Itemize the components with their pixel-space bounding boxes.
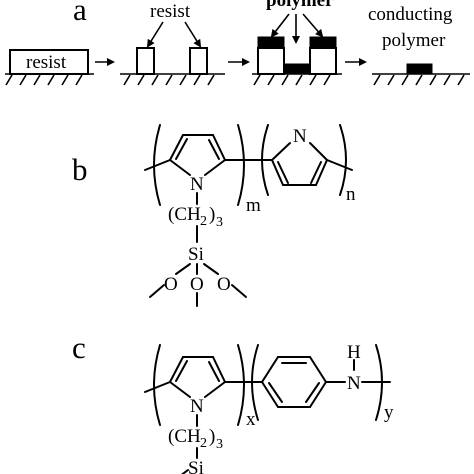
b-ring1-c5-n bbox=[204, 159, 226, 176]
step-1: resist bbox=[5, 49, 94, 86]
b-bracket-m-right bbox=[237, 124, 245, 206]
b-pyrrole-1: N bbox=[144, 134, 226, 195]
b-o-left-methyl bbox=[149, 284, 165, 298]
step-2-hatching bbox=[123, 74, 215, 86]
c-ring-c4-c5 bbox=[212, 356, 226, 383]
c-bond-end-left bbox=[144, 381, 171, 393]
b-ch2-count: 3 bbox=[216, 215, 223, 230]
b-ring2-c3-c2-double bbox=[277, 161, 289, 184]
step-2-pointer-right bbox=[184, 21, 202, 48]
c-nh-h: H bbox=[347, 342, 361, 363]
b-si-atom: Si bbox=[188, 244, 204, 265]
c-bracket-x-left bbox=[153, 344, 161, 426]
b-ch2-close: ) bbox=[209, 204, 215, 225]
c-benzene bbox=[261, 356, 327, 408]
b-bracket-n-left bbox=[261, 124, 269, 196]
b-index-n: n bbox=[346, 184, 356, 205]
b-si-o-right bbox=[203, 263, 219, 275]
b-si-o-left bbox=[175, 263, 191, 275]
c-si-o-left bbox=[181, 469, 189, 474]
b-ring2-n-c5 bbox=[309, 142, 328, 161]
step-3-pointer-left bbox=[270, 13, 290, 38]
b-bond-end-left bbox=[144, 159, 171, 171]
b-ring1-c2-c3-double bbox=[175, 138, 188, 160]
c-ch2-count: 3 bbox=[216, 437, 223, 452]
b-ring1-c4-c5-double bbox=[208, 139, 220, 160]
b-o-mid: O bbox=[190, 274, 204, 295]
step-4-polymer bbox=[406, 63, 433, 75]
b-n-atom: N bbox=[190, 174, 204, 195]
step-2: resist bbox=[120, 1, 225, 86]
c-index-x: x bbox=[246, 409, 256, 430]
c-pyrrole: N bbox=[144, 356, 226, 417]
step-3-resist-left bbox=[257, 47, 285, 75]
step-1-hatching bbox=[5, 74, 83, 86]
c-bracket-y-left bbox=[251, 344, 259, 421]
c-ring-c2-c3 bbox=[169, 356, 184, 383]
step-3: polymer bbox=[252, 0, 342, 86]
b-bond-end-right bbox=[326, 159, 353, 171]
panel-c: c N x bbox=[72, 330, 394, 474]
b-pyrrole-2: N bbox=[271, 126, 353, 186]
b-o-right-methyl bbox=[231, 284, 247, 298]
b-ring1-c2-c3 bbox=[169, 134, 184, 161]
c-n-atom: N bbox=[190, 396, 204, 417]
c-benz-d3 bbox=[268, 382, 283, 403]
c-benz-b6 bbox=[261, 381, 279, 408]
c-nh-n: N bbox=[347, 373, 361, 394]
c-ch2-close: ) bbox=[209, 426, 215, 447]
step-3-polymer-top-left bbox=[257, 36, 285, 49]
step-4: conducting polymer bbox=[368, 4, 470, 86]
c-si-atom: Si bbox=[188, 458, 204, 474]
step-4-label-line-2: polymer bbox=[382, 30, 446, 51]
b-ch2-open: (CH bbox=[168, 204, 201, 225]
panel-b-label: b bbox=[72, 152, 88, 187]
c-ring-c2-n bbox=[169, 381, 191, 398]
c-benz-d2 bbox=[305, 382, 320, 403]
panel-a: a resist resist bbox=[5, 0, 470, 86]
b-ring2-c2-n bbox=[271, 142, 291, 161]
c-bracket-x-right bbox=[237, 344, 245, 426]
step-2-resist-label: resist bbox=[150, 1, 191, 22]
step-3-polymer-bottom bbox=[283, 63, 311, 75]
panel-a-label: a bbox=[73, 0, 87, 27]
c-ch2-sub: 2 bbox=[200, 436, 207, 451]
b-n-atom-2: N bbox=[293, 126, 307, 147]
c-ring-c2-c3-double bbox=[175, 360, 188, 382]
panel-c-label: c bbox=[72, 330, 86, 365]
panel-b: b N m N bbox=[72, 124, 356, 307]
b-bracket-m-left bbox=[153, 124, 161, 206]
b-ring2-c3-c2 bbox=[271, 159, 284, 186]
step-2-resist-right bbox=[189, 47, 208, 75]
step-3-resist-right bbox=[309, 47, 337, 75]
step-4-label-line-1: conducting bbox=[368, 4, 453, 25]
step-1-resist-label: resist bbox=[26, 52, 67, 73]
b-o-right: O bbox=[217, 274, 231, 295]
b-ring1-c2-n bbox=[169, 159, 191, 176]
c-benz-b3 bbox=[309, 356, 327, 383]
step-3-pointer-right bbox=[302, 13, 324, 38]
step-3-polymer-top-right bbox=[309, 36, 337, 49]
b-o-left: O bbox=[164, 274, 178, 295]
b-index-m: m bbox=[246, 195, 261, 216]
c-ring-c5-n bbox=[204, 381, 226, 398]
c-index-y: y bbox=[384, 402, 394, 423]
step-2-resist-left bbox=[136, 47, 155, 75]
step-2-pointer-left bbox=[146, 21, 164, 48]
b-ring2-c5-c4-double bbox=[310, 161, 322, 184]
step-4-hatching bbox=[373, 74, 465, 86]
b-ring1-c4-c5 bbox=[212, 134, 226, 161]
c-ch2-open: (CH bbox=[168, 426, 201, 447]
b-ch2-sub: 2 bbox=[200, 214, 207, 229]
c-ring-c4-c5-double bbox=[208, 361, 220, 382]
c-benz-b1 bbox=[261, 356, 279, 383]
b-ring2-c5-c4 bbox=[315, 159, 328, 186]
step-3-hatching bbox=[253, 74, 331, 86]
c-benz-b4 bbox=[309, 381, 327, 408]
c-bracket-y-right bbox=[375, 344, 383, 421]
b-bracket-n-right bbox=[339, 124, 347, 196]
step-3-polymer-label: polymer bbox=[266, 0, 334, 11]
